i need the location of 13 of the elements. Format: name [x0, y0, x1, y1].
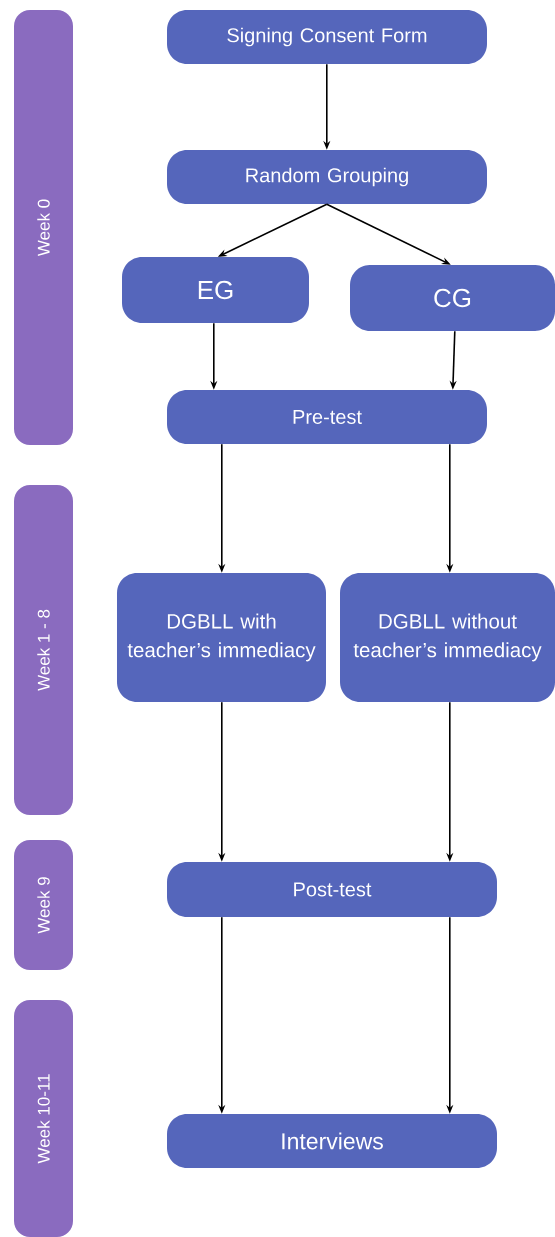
process-box: Interviews	[167, 1114, 497, 1168]
week-band: Week 9	[14, 840, 73, 970]
process-box: Random Grouping	[167, 150, 487, 204]
week-band: Week 10-11	[14, 1000, 73, 1237]
process-box: DGBLL with teacher’s immediacy	[117, 573, 326, 702]
week-band: Week 0	[14, 10, 73, 445]
week-band: Week 1 - 8	[14, 485, 73, 815]
process-box: CG	[350, 265, 555, 331]
process-box: Signing Consent Form	[167, 10, 487, 64]
process-box: DGBLL without teacher’s immediacy	[340, 573, 555, 702]
process-box: Post-test	[167, 862, 497, 917]
process-box: EG	[122, 257, 309, 323]
process-box: Pre-test	[167, 390, 487, 444]
